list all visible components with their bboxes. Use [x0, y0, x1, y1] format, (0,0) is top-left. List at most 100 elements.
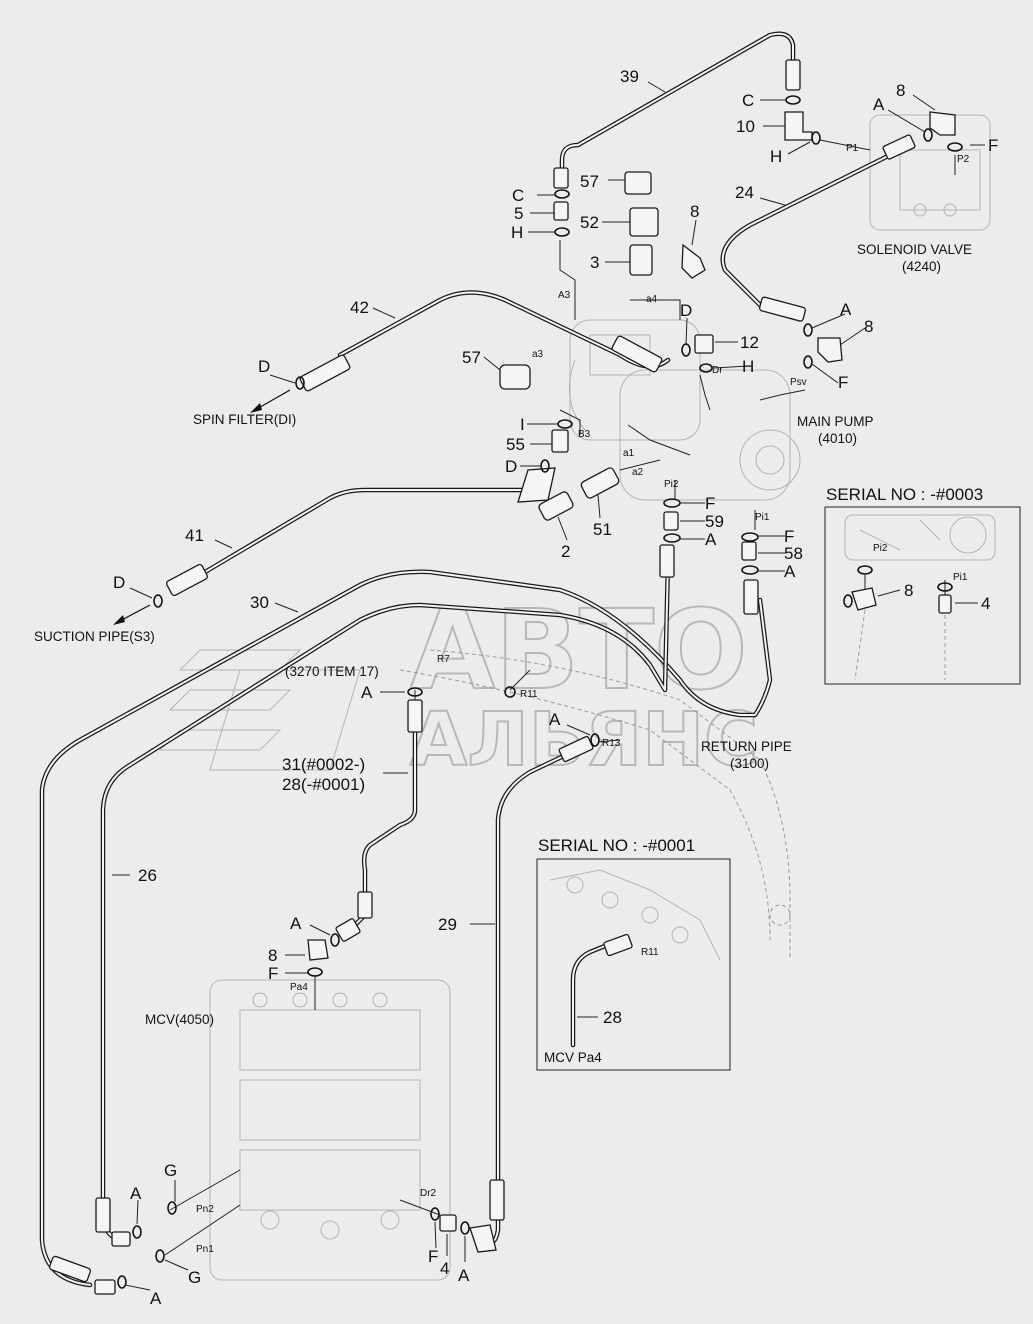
o-ring [923, 128, 933, 142]
port-Pi2: Pi2 [664, 479, 679, 490]
inset-serial-0001: SERIAL NO : -#0001 R11 28 MCV Pa4 [536, 836, 731, 1071]
return-pipe-code: (3100) [730, 756, 769, 771]
o-ring [554, 189, 570, 199]
part-28-label: 28(-#0001) [282, 775, 365, 794]
fitting-51 [580, 467, 620, 499]
port-a3: a3 [532, 349, 544, 360]
return-pipe-body [399, 649, 791, 960]
callout-F: F [428, 1247, 438, 1266]
inset-title: SERIAL NO : -#0001 [538, 836, 695, 855]
callout-F: F [705, 494, 715, 513]
callout-4: 4 [440, 1259, 449, 1278]
callout-labels: 39 C 10 H A 8 F 24 57 C 5 H 52 8 3 42 D … [113, 67, 998, 1308]
callout-C: C [512, 186, 524, 205]
o-ring [330, 933, 340, 947]
callout-D: D [505, 457, 517, 476]
o-ring [295, 376, 305, 390]
inset-frame [824, 506, 1021, 685]
port-R13: R13 [602, 738, 621, 749]
fitting [489, 1179, 505, 1221]
callout-A: A [458, 1266, 470, 1285]
pipe-30 [39, 569, 773, 1288]
fitting [49, 1255, 91, 1283]
main-pump-body [568, 319, 801, 501]
fitting-12 [694, 334, 714, 354]
suction-pipe-label: SUCTION PIPE(S3) [34, 629, 155, 644]
fitting-2 [538, 491, 574, 521]
callout-C: C [742, 91, 754, 110]
fitting-4 [439, 1214, 457, 1232]
inset-callout-4: 4 [981, 594, 990, 613]
elbow-fitting-8d [307, 939, 329, 961]
o-ring [430, 1207, 440, 1221]
callout-10: 10 [736, 117, 755, 136]
callout-51: 51 [593, 520, 612, 539]
inset-port-Pi1: Pi1 [953, 572, 968, 583]
callout-24: 24 [735, 183, 754, 202]
fitting [357, 891, 373, 919]
elbow-fitting-8b [681, 243, 706, 279]
component-labels: SOLENOID VALVE (4240) MAIN PUMP (4010) S… [34, 242, 972, 1027]
fitting [111, 1231, 131, 1247]
solenoid-valve-body [869, 114, 991, 231]
inset-title: SERIAL NO : -#0003 [826, 485, 983, 504]
fitting [603, 933, 633, 957]
callout-F: F [988, 136, 998, 155]
port-Pn1: Pn1 [196, 1244, 214, 1255]
inset-port-R11: R11 [641, 947, 659, 958]
port-Dr2: Dr2 [420, 1188, 437, 1199]
fitting [611, 335, 663, 373]
callout-A: A [705, 530, 717, 549]
elbow-fitting-8a [929, 111, 956, 136]
arrow-head-icon [250, 403, 262, 413]
callout-12: 12 [740, 333, 759, 352]
elbow-fitting-8e [851, 587, 877, 611]
callout-H: H [742, 357, 754, 376]
callout-8: 8 [268, 946, 277, 965]
callout-29: 29 [438, 915, 457, 934]
pipe-24 [720, 152, 893, 308]
o-ring [947, 142, 963, 152]
callout-A: A [290, 914, 302, 933]
o-ring [663, 533, 681, 543]
elbow-fitting-8c [817, 337, 843, 363]
o-ring [590, 733, 600, 747]
callout-57: 57 [462, 348, 481, 367]
spin-filter-label: SPIN FILTER(DI) [193, 412, 296, 427]
return-pipe-label: RETURN PIPE [701, 739, 792, 754]
callout-A: A [873, 95, 885, 114]
callout-D: D [258, 357, 270, 376]
port-a1: a1 [623, 448, 635, 459]
fitting [407, 699, 423, 733]
o-ring [937, 582, 953, 592]
callout-I: I [520, 415, 525, 434]
port-R11: R11 [520, 689, 538, 700]
callout-8: 8 [896, 81, 905, 100]
port-A3: A3 [558, 290, 571, 301]
callout-2: 2 [561, 542, 570, 561]
callout-5: 5 [514, 204, 523, 223]
port-Psv: Psv [790, 377, 807, 388]
fitting [743, 579, 759, 615]
callout-A: A [784, 562, 796, 581]
part-31-label: 31(#0002-) [282, 755, 365, 774]
pipe-39 [559, 31, 796, 173]
callout-57: 57 [580, 172, 599, 191]
callout-39: 39 [620, 67, 639, 86]
callout-30: 30 [250, 593, 269, 612]
o-ring [460, 1221, 470, 1235]
callout-3: 3 [590, 253, 599, 272]
callout-A: A [840, 300, 852, 319]
plug-3 [629, 244, 653, 276]
callout-58: 58 [784, 544, 803, 563]
port-P1: P1 [846, 143, 859, 154]
callout-52: 52 [580, 213, 599, 232]
mcv-body [209, 979, 451, 1281]
inset-footer: MCV Pa4 [544, 1050, 602, 1065]
o-ring [132, 1225, 142, 1239]
callout-leaders [112, 81, 985, 1291]
port-Dr: Dr [712, 365, 723, 376]
callout-H: H [511, 223, 523, 242]
outlet-arrows [113, 389, 291, 625]
